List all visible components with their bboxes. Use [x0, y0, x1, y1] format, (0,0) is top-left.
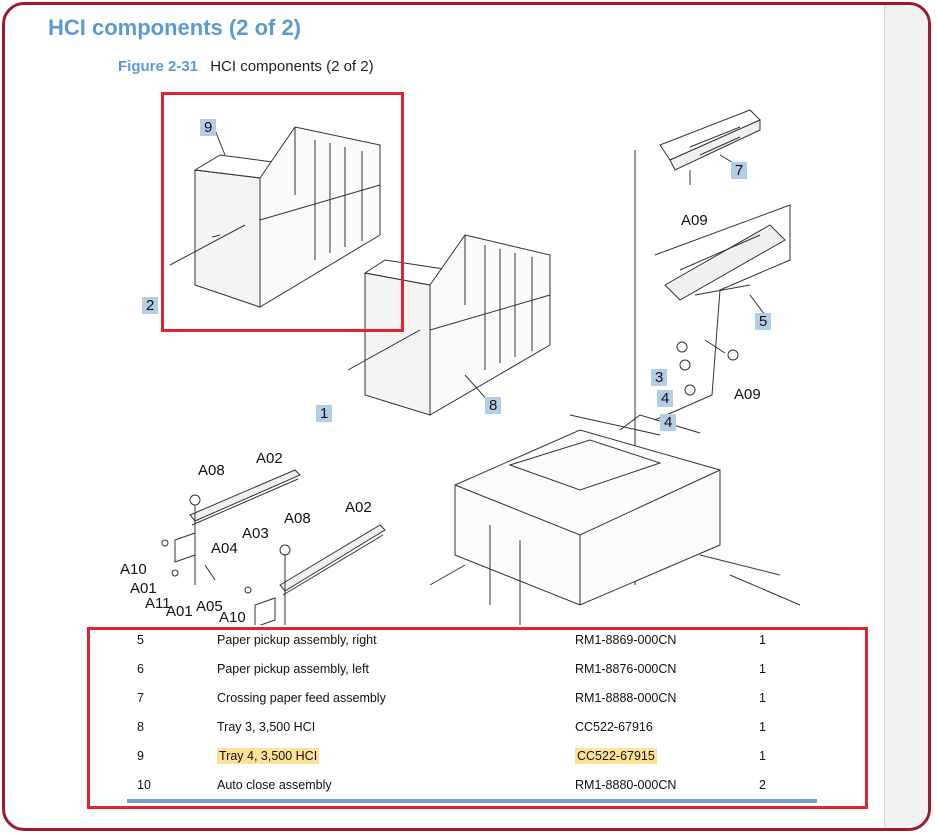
label-a05: A05 [196, 598, 223, 615]
rail-assemblies-drawing [161, 469, 386, 630]
qty-cell: 1 [759, 748, 766, 763]
description-cell: Tray 3, 3,500 HCI [217, 719, 316, 734]
ref-cell: 7 [137, 690, 144, 705]
qty-cell: 1 [759, 719, 766, 734]
part-number-cell: RM1-8869-000CN [575, 632, 677, 647]
label-a01-left: A01 [130, 580, 157, 597]
label-a09-lower: A09 [734, 386, 761, 403]
description-cell: Paper pickup assembly, right [217, 632, 377, 647]
side-scroll-strip[interactable] [884, 5, 928, 828]
description-cell: Auto close assembly [217, 777, 332, 792]
annotation-box-tray-4 [161, 92, 404, 332]
callout-9: 9 [200, 119, 217, 136]
exploded-parts-diagram [161, 109, 801, 630]
table-row-highlighted: 9 Tray 4, 3,500 HCI CC522-67915 1 [127, 741, 817, 770]
figure-title: HCI components (2 of 2) [210, 58, 374, 75]
annotation-box-parts-table [87, 627, 868, 809]
callout-8: 8 [485, 397, 502, 414]
label-a04: A04 [211, 540, 238, 557]
description-cell: Tray 4, 3,500 HCI [217, 741, 575, 770]
qty-cell: 1 [759, 632, 766, 647]
part-number-cell: RM1-8876-000CN [575, 661, 677, 676]
ref-cell: 9 [137, 748, 144, 763]
highlighted-part-number: CC522-67915 [575, 747, 657, 764]
qty-cell: 1 [759, 690, 766, 705]
ref-cell: 5 [137, 632, 144, 647]
label-a10-right: A10 [219, 609, 246, 626]
table-row: 7 Crossing paper feed assembly RM1-8888-… [127, 683, 817, 712]
table-row: 10 Auto close assembly RM1-8880-000CN 2 [127, 770, 817, 799]
figure-caption: Figure 2-31 HCI components (2 of 2) [118, 58, 374, 75]
label-a10-left: A10 [120, 561, 147, 578]
pickup-assembly-drawing [654, 204, 791, 421]
description-cell: Crossing paper feed assembly [217, 690, 386, 705]
label-a08-left: A08 [198, 462, 225, 479]
callout-5: 5 [755, 313, 772, 330]
label-a09-upper: A09 [681, 212, 708, 229]
figure-number: Figure 2-31 [118, 58, 199, 75]
ref-cell: 8 [137, 719, 144, 734]
callout-4-lower: 4 [660, 414, 677, 431]
page-heading: HCI components (2 of 2) [48, 15, 302, 40]
parts-table: 5 Paper pickup assembly, right RM1-8869-… [127, 625, 817, 799]
label-a08-right: A08 [284, 510, 311, 527]
part-number-cell: CC522-67915 [575, 741, 759, 770]
qty-cell: 2 [759, 777, 766, 792]
callout-3: 3 [651, 369, 668, 386]
tray-3-drawing [347, 234, 551, 416]
label-a02-left: A02 [256, 450, 283, 467]
label-a11: A11 [145, 595, 171, 612]
part-number-cell: RM1-8880-000CN [575, 777, 677, 792]
table-row: 5 Paper pickup assembly, right RM1-8869-… [127, 625, 817, 654]
part-number-cell: CC522-67916 [575, 719, 653, 734]
description-cell: Paper pickup assembly, left [217, 661, 369, 676]
callout-2: 2 [142, 297, 159, 314]
label-a03: A03 [242, 525, 269, 542]
highlighted-description: Tray 4, 3,500 HCI [217, 747, 320, 764]
hci-base-drawing [429, 414, 801, 625]
ref-cell: 6 [137, 661, 144, 676]
table-row: 8 Tray 3, 3,500 HCI CC522-67916 1 [127, 712, 817, 741]
callout-7: 7 [731, 162, 748, 179]
table-bottom-border [127, 799, 817, 803]
callout-4-upper: 4 [657, 390, 674, 407]
part-number-cell: RM1-8888-000CN [575, 690, 677, 705]
tray-4-drawing [169, 126, 381, 308]
label-a02-right: A02 [345, 499, 372, 516]
label-a01-right: A01 [166, 603, 193, 620]
table-row: 6 Paper pickup assembly, left RM1-8876-0… [127, 654, 817, 683]
ref-cell: 10 [137, 777, 151, 792]
callout-1: 1 [316, 405, 333, 422]
qty-cell: 1 [759, 661, 766, 676]
